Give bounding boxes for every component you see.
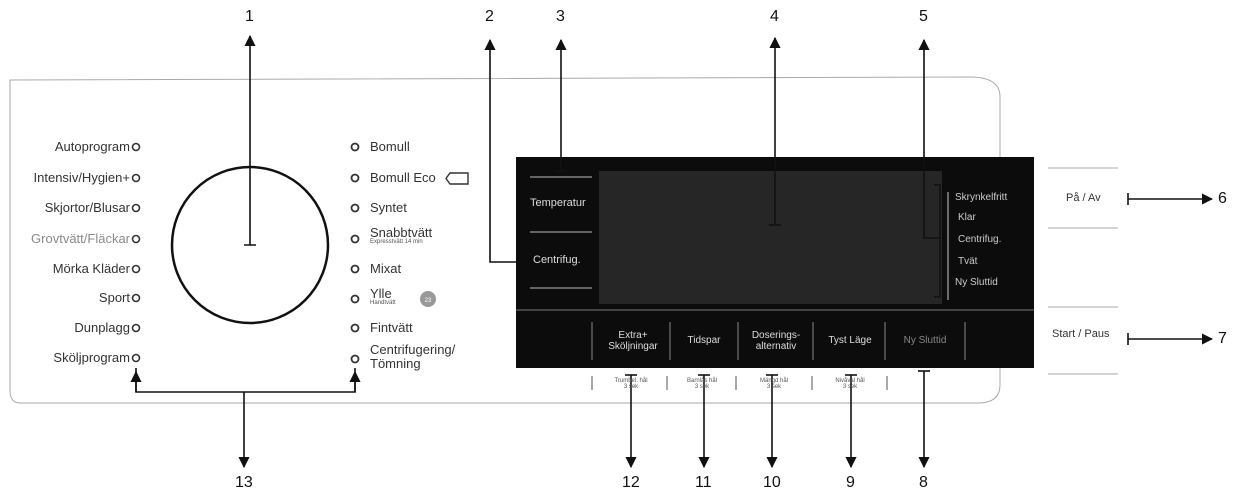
- hint-tidspar-line1: Barnlås hål: [686, 378, 718, 384]
- program-snabbtvatt-sub: Expresstvätt 14 min: [370, 239, 423, 245]
- callout-8: 8: [919, 474, 928, 491]
- hint-extra-line2: 3 sek: [623, 384, 639, 390]
- hint-extra: Trumbel. hål 3 sek: [596, 378, 666, 390]
- wool-icon: [420, 291, 436, 307]
- callout-1: 1: [245, 8, 254, 25]
- hint-dosering-line2: 3 sek: [766, 384, 782, 390]
- program-bomull-eco[interactable]: Bomull Eco: [370, 170, 436, 185]
- button-ny-sluttid[interactable]: Ny Sluttid: [903, 335, 947, 346]
- status-tvatt: Tvät: [958, 256, 978, 267]
- status-ny-sluttid: Ny Sluttid: [955, 277, 998, 288]
- callout-13: 13: [235, 474, 253, 491]
- status-centrifug: Centrifug.: [958, 234, 1002, 245]
- callout-10: 10: [763, 474, 781, 491]
- display-selector-lines: [530, 176, 592, 289]
- program-mixat[interactable]: Mixat: [370, 261, 402, 276]
- button-separators: [591, 322, 966, 360]
- callout-4: 4: [770, 8, 779, 25]
- program-grovtvatt[interactable]: Grovtvätt/Fläckar: [31, 231, 130, 246]
- program-sport[interactable]: Sport: [98, 290, 130, 305]
- button-dosering-line2: alternativ: [755, 341, 797, 352]
- program-fintvatt[interactable]: Fintvätt: [370, 320, 413, 335]
- program-centrifugering-line2: Tömning: [370, 356, 421, 371]
- button-tyst-lage[interactable]: Tyst Läge: [828, 335, 872, 346]
- program-skjortor[interactable]: Skjortor/Blusar: [44, 200, 130, 215]
- callout-9: 9: [846, 474, 855, 491]
- program-ylle-label: Ylle: [370, 286, 392, 301]
- left-program-indicators: [131, 142, 141, 363]
- program-ylle-sub: Handtvätt: [370, 300, 396, 306]
- program-snabbtvatt-label: Snabbtvätt: [370, 225, 433, 240]
- hint-tidspar-line2: 3 sek: [694, 384, 710, 390]
- program-autoprogram[interactable]: Autoprogram: [54, 139, 130, 154]
- program-skoljprogram[interactable]: Sköljprogram: [53, 350, 130, 365]
- hint-tyst-line2: 3 sek: [842, 384, 858, 390]
- program-bomull[interactable]: Bomull: [370, 139, 410, 154]
- program-dunplagg[interactable]: Dunplagg: [74, 320, 130, 335]
- hint-dosering-line1: Mängd hål: [759, 378, 789, 384]
- eco-icon: [445, 172, 469, 185]
- callout-11: 11: [695, 474, 712, 491]
- right-program-indicators: [350, 142, 360, 364]
- hint-dosering: Mängd hål 3 sek: [738, 378, 810, 390]
- button-extra-line2: Sköljningar: [608, 341, 658, 352]
- program-ylle[interactable]: Ylle Handtvätt: [370, 287, 396, 306]
- hint-extra-line1: Trumbel. hål: [614, 378, 648, 384]
- start-pause-button[interactable]: Start / Paus: [1052, 328, 1110, 340]
- program-intensiv[interactable]: Intensiv/Hygien+: [33, 170, 130, 185]
- program-centrifugering[interactable]: Centrifugering/ Tömning: [370, 343, 455, 371]
- callout-6: 6: [1218, 190, 1227, 207]
- callout-arrows: [130, 34, 1214, 469]
- button-doseringsalternativ[interactable]: Doserings- alternativ: [740, 330, 812, 352]
- hint-tyst: Nivåval hål 3 sek: [814, 378, 886, 390]
- program-morka[interactable]: Mörka Kläder: [52, 261, 130, 276]
- lcd-screen: [599, 171, 942, 304]
- callout-5: 5: [919, 8, 928, 25]
- temperature-label[interactable]: Temperatur: [530, 197, 586, 209]
- program-snabbtvatt[interactable]: Snabbtvätt Expresstvätt 14 min: [370, 226, 432, 245]
- program-syntet[interactable]: Syntet: [370, 200, 407, 215]
- button-dosering-line1: Doserings-: [751, 330, 801, 341]
- program-centrifugering-line1: Centrifugering/: [370, 342, 456, 357]
- side-button-lines: [1048, 167, 1118, 375]
- button-extra-skoljningar[interactable]: Extra+ Sköljningar: [598, 330, 668, 352]
- button-extra-line1: Extra+: [618, 330, 648, 341]
- button-tidspar[interactable]: Tidspar: [687, 335, 721, 346]
- wool-icon-text: 23: [425, 298, 432, 304]
- callout-2: 2: [485, 8, 494, 25]
- status-klar: Klar: [958, 212, 976, 223]
- spin-label[interactable]: Centrifug.: [533, 254, 581, 266]
- status-skrynkelfritt: Skrynkelfritt: [955, 192, 1008, 203]
- hint-tyst-line1: Nivåval hål: [835, 378, 865, 384]
- callout-12: 12: [622, 474, 640, 491]
- power-button[interactable]: På / Av: [1066, 192, 1101, 204]
- hint-separators: [591, 376, 888, 390]
- callout-7: 7: [1218, 330, 1227, 347]
- callout-3: 3: [556, 8, 565, 25]
- hint-tidspar: Barnlås hål 3 sek: [670, 378, 734, 390]
